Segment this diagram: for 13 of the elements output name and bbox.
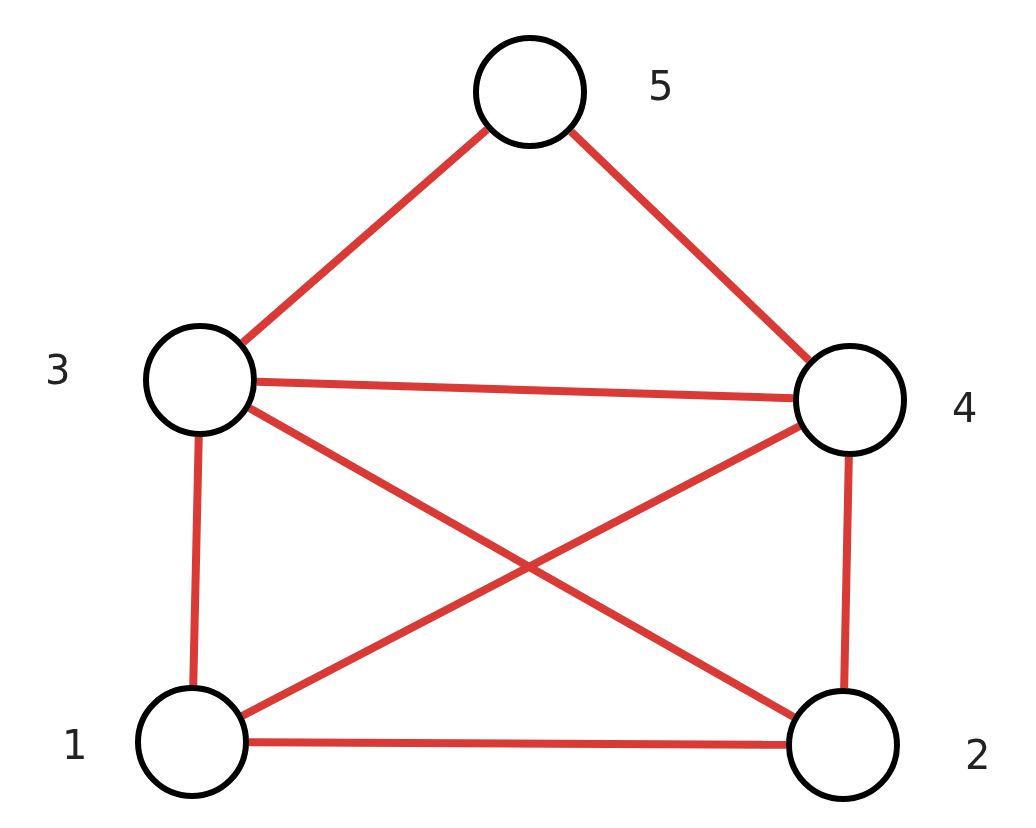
connector-line bbox=[240, 126, 490, 346]
circle-node bbox=[793, 343, 907, 457]
node-number: 2 bbox=[965, 735, 991, 775]
circle-node bbox=[143, 323, 257, 437]
connector-line bbox=[568, 128, 812, 364]
circle-node bbox=[473, 35, 587, 149]
circle-node bbox=[786, 688, 900, 802]
node-number: 3 bbox=[45, 350, 71, 390]
circle-node bbox=[135, 685, 249, 799]
node-number: 1 bbox=[62, 725, 88, 765]
node-number: 5 bbox=[648, 66, 674, 106]
node-number: 4 bbox=[952, 388, 978, 428]
connector-line bbox=[248, 738, 787, 749]
